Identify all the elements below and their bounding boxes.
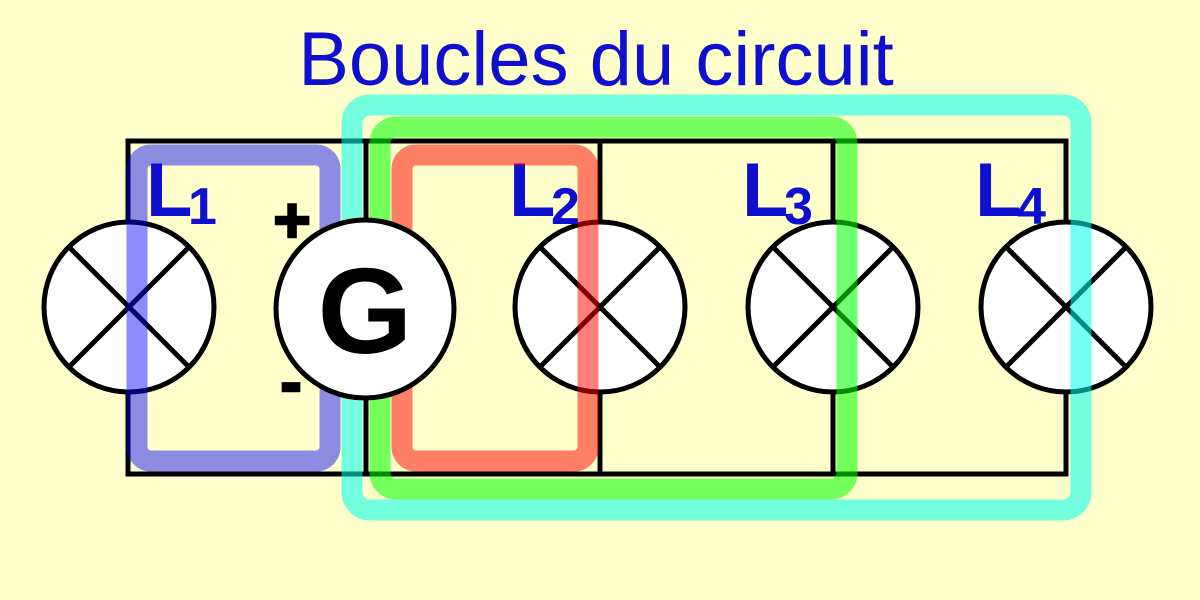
- lamp-label-L4: L: [975, 148, 1021, 233]
- lamp-label-L1-subscript: 1: [188, 178, 217, 236]
- lamp-label-L2-subscript: 2: [551, 178, 580, 236]
- lamp-symbol-L2: [512, 219, 688, 395]
- lamps: [41, 219, 1154, 395]
- minus-sign: -: [280, 346, 301, 418]
- generator-letter: G: [318, 243, 413, 379]
- generator-circle: [273, 217, 457, 401]
- lamp-symbol-L1: [41, 219, 217, 395]
- lamp-label-L4-subscript: 4: [1017, 178, 1046, 236]
- loop-highlight-cyan-G-L4: [341, 94, 1092, 521]
- lamp-label-L3-subscript: 3: [784, 178, 813, 236]
- lamp-symbol-L3: [745, 219, 921, 395]
- plus-sign: +: [273, 184, 310, 256]
- lamp-symbol-L4: [978, 219, 1154, 395]
- lamp-label-L1: L: [146, 148, 192, 233]
- lamp-label-L3: L: [742, 148, 788, 233]
- page-title: Boucles du circuit: [298, 17, 894, 102]
- generator-symbol: G + -: [272, 183, 457, 419]
